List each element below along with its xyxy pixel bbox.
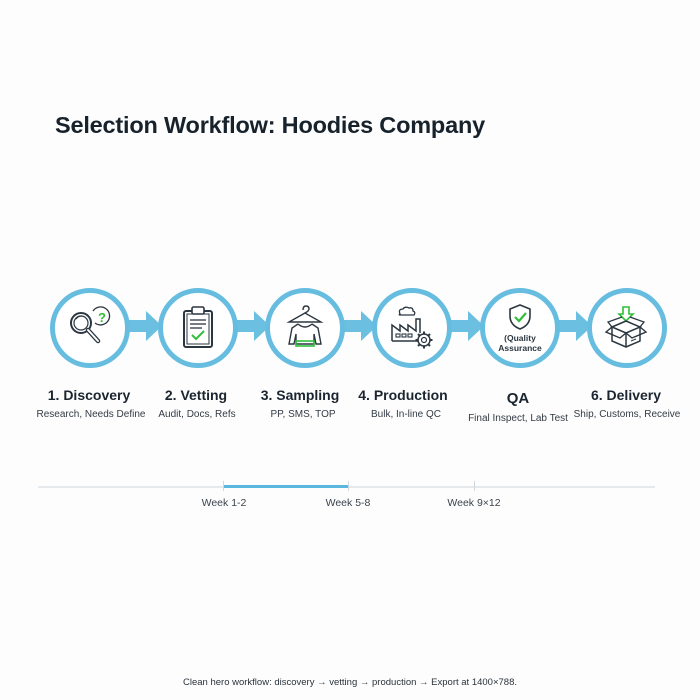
step-node-discovery: ? — [50, 288, 130, 368]
timeline-tick — [474, 481, 475, 491]
step-label-production: 4. Production — [358, 387, 448, 403]
step-sub-vetting: Audit, Docs, Refs — [158, 409, 236, 420]
arrow-connector — [446, 309, 486, 343]
step-sub-qa: Final Inspect, Lab Test — [468, 413, 568, 424]
caption: Clean hero workflow: discovery → vetting… — [183, 677, 517, 688]
timeline-active-range — [223, 485, 349, 488]
timeline-tick — [348, 481, 349, 491]
step-sub-sampling: PP, SMS, TOP — [270, 409, 336, 420]
timeline-week-label: Week 9×12 — [447, 497, 501, 509]
magnifier-question-icon: ? — [70, 306, 111, 344]
step-sub-discovery: Research, Needs Define — [36, 409, 146, 420]
shield-check-icon — [509, 304, 531, 330]
hoodie-hanger-icon — [286, 305, 324, 347]
timeline-week-label: Week 5-8 — [325, 497, 371, 509]
step-label-discovery: 1. Discovery — [47, 387, 131, 403]
arrow-connector — [554, 309, 594, 343]
page-title: Selection Workflow: Hoodies Company — [55, 112, 485, 138]
arrow-connector — [339, 309, 379, 343]
step-node-sampling — [265, 288, 345, 368]
factory-gear-icon — [391, 306, 433, 349]
step-node-qa: (Quality Assurance — [480, 288, 560, 368]
step-label-delivery: 6. Delivery — [590, 387, 662, 403]
box-download-icon — [604, 306, 648, 348]
step-label-qa: QA — [506, 390, 530, 407]
timeline-tick — [223, 481, 224, 491]
qa-inner-text: (Quality Assurance — [498, 333, 542, 353]
step-sub-delivery: Ship, Customs, Receive — [573, 409, 681, 420]
step-node-production — [372, 288, 452, 368]
clipboard-check-icon — [183, 306, 213, 348]
timeline-week-label: Week 1-2 — [201, 497, 247, 509]
step-label-sampling: 3. Sampling — [260, 387, 340, 403]
step-node-delivery — [587, 288, 667, 368]
step-sub-production: Bulk, In-line QC — [370, 409, 442, 420]
svg-text:?: ? — [98, 310, 106, 325]
arrow-connector — [232, 309, 272, 343]
step-node-vetting — [158, 288, 238, 368]
arrow-connector — [124, 309, 164, 343]
step-label-vetting: 2. Vetting — [164, 387, 228, 403]
